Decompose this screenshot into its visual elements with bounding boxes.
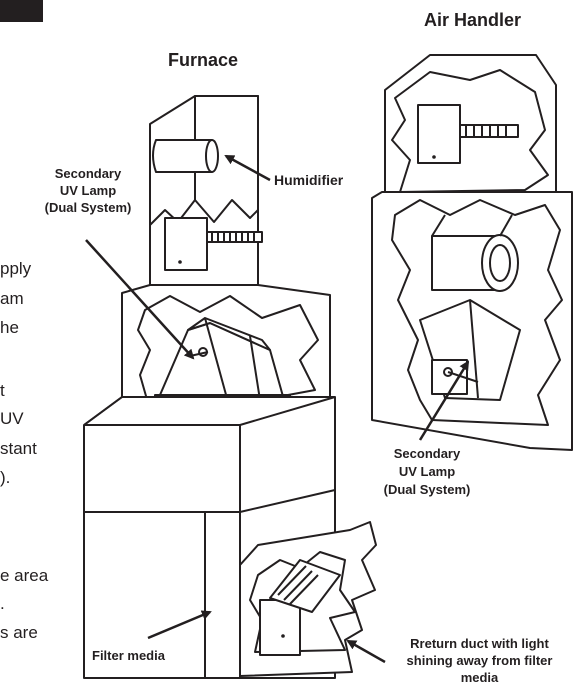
arrow-secondary-uv-left bbox=[85, 239, 195, 360]
label-line: Secondary bbox=[393, 446, 461, 461]
text-fragment: . bbox=[0, 594, 5, 613]
return-duct bbox=[239, 521, 377, 677]
arrow-return-duct bbox=[346, 639, 386, 664]
arrow-humidifier bbox=[224, 154, 271, 182]
text-fragment: s are bbox=[0, 623, 38, 642]
text-fragment: t bbox=[0, 381, 5, 400]
title-furnace: Furnace bbox=[168, 50, 239, 70]
arrow-filter-media bbox=[147, 610, 212, 640]
air-handler-upper bbox=[384, 54, 557, 206]
label-line: (Dual System) bbox=[44, 200, 132, 215]
cropped-header-block bbox=[0, 0, 43, 22]
title-air-handler: Air Handler bbox=[424, 10, 522, 30]
label-line: media bbox=[460, 670, 499, 685]
text-fragment: am bbox=[0, 289, 24, 308]
text-fragment: ). bbox=[0, 468, 11, 487]
label-line: UV Lamp bbox=[59, 183, 117, 198]
label-line: Secondary bbox=[54, 166, 122, 181]
text-fragment: UV bbox=[0, 409, 24, 428]
label-secondary-uv-left: Secondary UV Lamp (Dual System) bbox=[32, 165, 144, 216]
text-fragment: stant bbox=[0, 439, 37, 458]
arrow-secondary-uv-right bbox=[418, 360, 470, 441]
label-filter-media: Filter media bbox=[92, 648, 165, 663]
label-secondary-uv-right: Secondary UV Lamp (Dual System) bbox=[372, 445, 482, 499]
label-return-duct: Rreturn duct with light shining away fro… bbox=[387, 635, 572, 689]
label-humidifier: Humidifier bbox=[274, 172, 344, 188]
label-line: Rreturn duct with light bbox=[410, 636, 549, 651]
text-fragment: e area bbox=[0, 566, 49, 585]
label-line: UV Lamp bbox=[398, 464, 456, 479]
text-fragment: pply bbox=[0, 259, 32, 278]
air-handler-cabinet bbox=[371, 191, 573, 451]
label-line: shining away from filter bbox=[406, 653, 553, 668]
text-fragment: he bbox=[0, 318, 19, 337]
uv-lamp-supply bbox=[164, 217, 263, 271]
label-line: (Dual System) bbox=[383, 482, 471, 497]
humidifier-device bbox=[152, 139, 219, 173]
